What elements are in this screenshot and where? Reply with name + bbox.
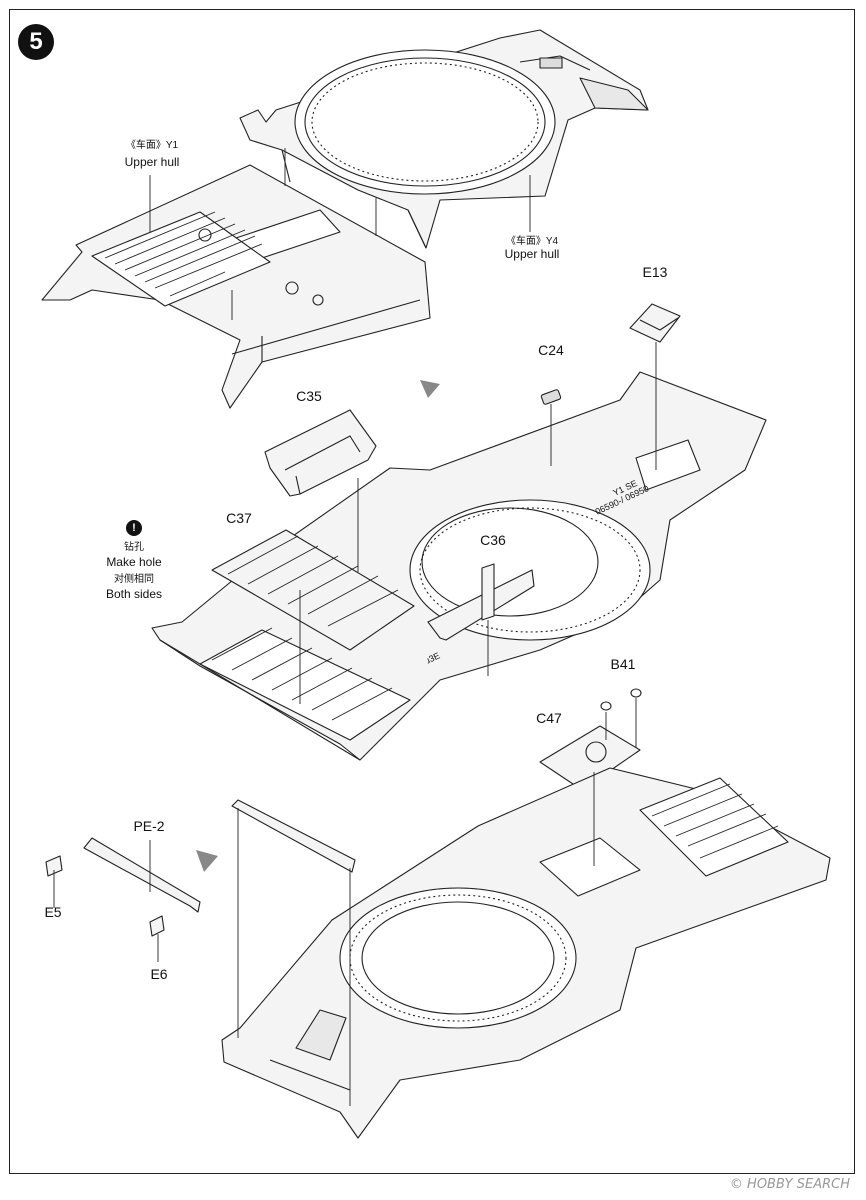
label-make-hole-en: Make hole (106, 555, 162, 569)
part-e6 (149, 915, 165, 937)
part-c24 (540, 389, 562, 405)
part-c36 (427, 563, 535, 641)
label-e6: E6 (150, 966, 168, 982)
label-y4-cn: 《车面》Y4 (505, 236, 559, 247)
watermark: © HOBBY SEARCH (729, 1177, 850, 1192)
label-y1-cn: 《车面》Y1 (125, 140, 179, 151)
label-c24: C24 (538, 342, 564, 358)
upper-hull-y4 (239, 29, 649, 249)
label-both-sides-cn: 对侧相同 (114, 574, 154, 585)
label-c47: C47 (536, 710, 562, 726)
label-e5: E5 (44, 904, 62, 920)
label-c37: C37 (226, 510, 252, 526)
label-e13: E13 (642, 264, 668, 280)
part-c37 (211, 529, 415, 651)
label-y1-en: Upper hull (124, 155, 180, 169)
label-both-sides-en: Both sides (105, 587, 163, 601)
direction-arrows (196, 380, 440, 872)
label-c36: C36 (480, 532, 506, 548)
label-b41: B41 (610, 656, 636, 672)
part-c47 (539, 725, 641, 791)
lower-hull (221, 767, 831, 1139)
label-c35: C35 (296, 388, 322, 404)
label-pe2: PE-2 (133, 818, 165, 834)
part-pe-strip (231, 799, 356, 873)
part-e13 (629, 303, 681, 343)
part-c35 (264, 409, 377, 497)
step-number-badge: 5 (18, 24, 54, 60)
upper-hull-y1 (41, 164, 431, 409)
label-y4-en: Upper hull (504, 247, 560, 261)
leader-lines (53, 148, 657, 1106)
page-frame (9, 9, 855, 1174)
part-b41 (600, 688, 642, 711)
attention-icon: ! (126, 520, 142, 536)
part-e5 (45, 855, 63, 877)
part-pe2 (83, 837, 201, 913)
label-make-hole-cn: 钻孔 (124, 542, 144, 553)
